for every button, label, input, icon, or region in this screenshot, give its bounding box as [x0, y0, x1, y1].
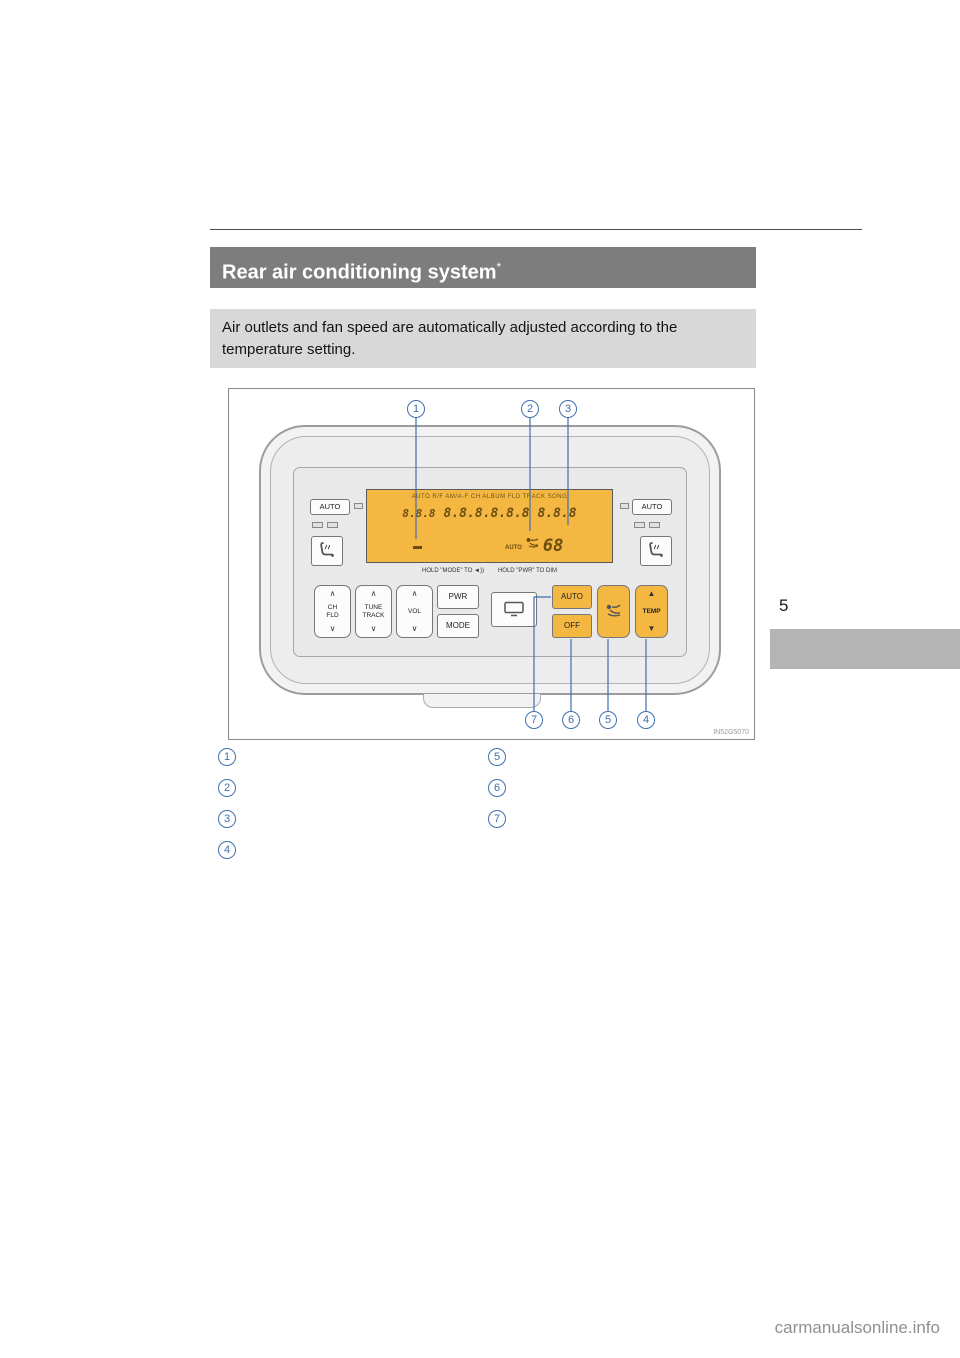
- rear-auto-button: AUTO: [552, 585, 592, 609]
- display-segments: 8.8.8 8.8.8.8.8.8 8.8.8: [367, 502, 612, 521]
- callout-5: 5: [599, 711, 617, 729]
- chapter-tab: [770, 629, 960, 669]
- legend-item-7: 7: [488, 810, 506, 828]
- mode-button: MODE: [437, 614, 479, 638]
- temp-up-icon: ▲: [647, 589, 656, 598]
- legend-item-3: 3: [218, 810, 236, 828]
- section-title-text: Rear air conditioning system: [222, 261, 497, 284]
- tune-label: TUNE: [364, 603, 383, 611]
- legend-item-5: 5: [488, 748, 506, 766]
- seat-heater-button-right: [640, 536, 672, 566]
- pwr-button: PWR: [437, 585, 479, 609]
- display-auto-temp: AUTO 68: [505, 537, 563, 555]
- rear-fan-icon: [605, 603, 623, 621]
- vol-label: VOL: [407, 607, 421, 615]
- console-handle: [423, 694, 541, 708]
- chevron-up-icon: ∧: [329, 589, 336, 598]
- display-status-row: AUTO R/F AM/A-F CH ALBUM FLD TRACK SONG: [411, 494, 568, 500]
- ch-fld-rocker: ∧ CH FLD ∨: [314, 585, 351, 638]
- temp-down-icon: ▼: [647, 623, 656, 633]
- volume-rocker: ∧ VOL ∨: [396, 585, 433, 638]
- display-auto-label: AUTO: [505, 545, 522, 551]
- chevron-down-icon: ∨: [370, 624, 377, 633]
- fld-label: FLD: [326, 611, 339, 619]
- segment-group-large: 8.8.8.8.8.8 8.8.8: [443, 506, 577, 521]
- callout-6: 6: [562, 711, 580, 729]
- hold-hints-row: HOLD "MODE" TO ◄)) HOLD "PWR" TO DIM: [366, 568, 613, 574]
- segment-group-small: 8.8.8: [402, 507, 436, 520]
- footnote-asterisk: *: [496, 260, 502, 274]
- callout-2: 2: [521, 400, 539, 418]
- intro-box: Air outlets and fan speed are automatica…: [210, 309, 756, 368]
- chevron-down-icon: ∨: [329, 624, 336, 633]
- seat-heater-button-left: [311, 536, 343, 566]
- track-label: TRACK: [362, 611, 385, 619]
- indicator-lamp: [620, 503, 629, 509]
- callout-4: 4: [637, 711, 655, 729]
- ac-display: AUTO R/F AM/A-F CH ALBUM FLD TRACK SONG …: [366, 489, 613, 563]
- temp-label: TEMP: [642, 607, 661, 615]
- legend-item-1: 1: [218, 748, 236, 766]
- display-temp-value: 68: [542, 536, 564, 556]
- front-auto-button-right: AUTO: [632, 499, 672, 515]
- rear-fan-button: [597, 585, 630, 638]
- seat-heater-icon: [646, 540, 666, 562]
- chevron-down-icon: ∨: [411, 623, 418, 633]
- watermark-text: carmanualsonline.info: [774, 1318, 940, 1337]
- rear-temp-button: ▲ TEMP ▼: [635, 585, 668, 638]
- hold-mode-hint: HOLD "MODE" TO ◄)): [421, 568, 484, 574]
- tune-track-rocker: ∧ TUNE TRACK ∨: [355, 585, 392, 638]
- screen-icon: [502, 600, 526, 620]
- indicator-lamp: [354, 503, 363, 509]
- indicator-window: [312, 522, 323, 528]
- legend-item-4: 4: [218, 841, 236, 859]
- figure-code: IN52G5070: [713, 729, 749, 736]
- rear-off-button: OFF: [552, 614, 592, 638]
- front-auto-button-left: AUTO: [310, 499, 350, 515]
- chapter-number: 5: [779, 596, 789, 615]
- chevron-up-icon: ∧: [370, 589, 377, 598]
- legend-item-6: 6: [488, 779, 506, 797]
- section-divider: [210, 229, 862, 230]
- intro-text: Air outlets and fan speed are automatica…: [222, 319, 678, 358]
- tune-track-label: TUNE TRACK: [362, 604, 384, 620]
- fan-face-icon: [525, 537, 540, 555]
- ch-label: CH: [327, 603, 338, 611]
- indicator-window: [634, 522, 645, 528]
- callout-lines: [415, 418, 647, 711]
- hold-pwr-hint: HOLD "PWR" TO DIM: [497, 568, 558, 574]
- section-title: Rear air conditioning system*: [210, 247, 756, 288]
- callout-7: 7: [525, 711, 543, 729]
- indicator-window: [649, 522, 660, 528]
- mode-segment: [413, 546, 422, 549]
- indicator-window: [327, 522, 338, 528]
- rear-ac-panel-diagram: AUTO R/F AM/A-F CH ALBUM FLD TRACK SONG …: [228, 388, 755, 740]
- ch-fld-label: CH FLD: [326, 604, 338, 620]
- rear-display-button: [491, 592, 537, 627]
- callout-3: 3: [559, 400, 577, 418]
- legend-item-2: 2: [218, 779, 236, 797]
- chevron-up-icon: ∧: [411, 589, 418, 598]
- seat-heater-icon: [317, 540, 337, 562]
- callout-1: 1: [407, 400, 425, 418]
